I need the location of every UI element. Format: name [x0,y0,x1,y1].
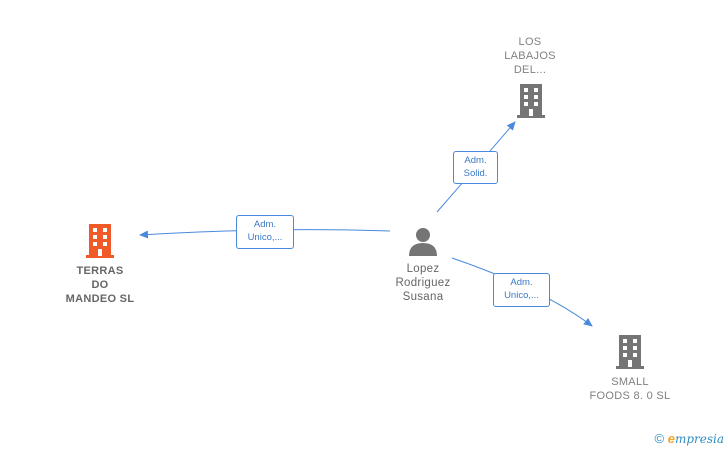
building-icon-highlighted[interactable] [84,224,116,258]
label-line: Lopez [406,263,440,275]
label-line: MANDEO SL [65,293,135,305]
person-icon[interactable] [408,226,438,256]
label-line: LABAJOS [504,50,556,62]
edge-label-line: Adm. [510,277,533,288]
label-line: Susana [402,291,444,303]
label-line: LOS [518,36,542,48]
copyright-icon: © [654,431,665,446]
label-line: DEL... [513,64,547,76]
node-label-person[interactable]: Lopez Rodriguez Susana [378,262,468,304]
brand-footer: © empresia [654,431,724,446]
edge-label-to-los-labajos[interactable]: Adm. Solid. [453,151,498,184]
edge-label-to-small-foods[interactable]: Adm. Unico,... [493,273,550,307]
building-icon[interactable] [614,335,646,369]
edge-label-line: Adm. [253,219,277,230]
brand-name: mpresia [674,432,724,446]
edge-label-line: Adm. [464,155,487,166]
node-label-terras[interactable]: TERRAS DO MANDEO SL [48,264,152,306]
brand-logo-letter: e [667,431,675,446]
edge-label-line: Solid. [463,168,488,179]
label-line: Rodriguez [395,277,451,289]
edge-label-line: Unico,... [247,232,283,243]
label-line: FOODS 8. 0 SL [589,390,671,402]
label-line: DO [91,279,109,291]
label-line: TERRAS [76,265,124,277]
edge-label-to-terras[interactable]: Adm. Unico,... [236,215,294,249]
node-label-small-foods[interactable]: SMALL FOODS 8. 0 SL [574,375,686,403]
building-icon[interactable] [515,84,547,118]
label-line: SMALL [611,376,649,388]
node-label-los-labajos[interactable]: LOS LABAJOS DEL... [490,35,570,77]
edge-label-line: Unico,... [504,290,539,301]
